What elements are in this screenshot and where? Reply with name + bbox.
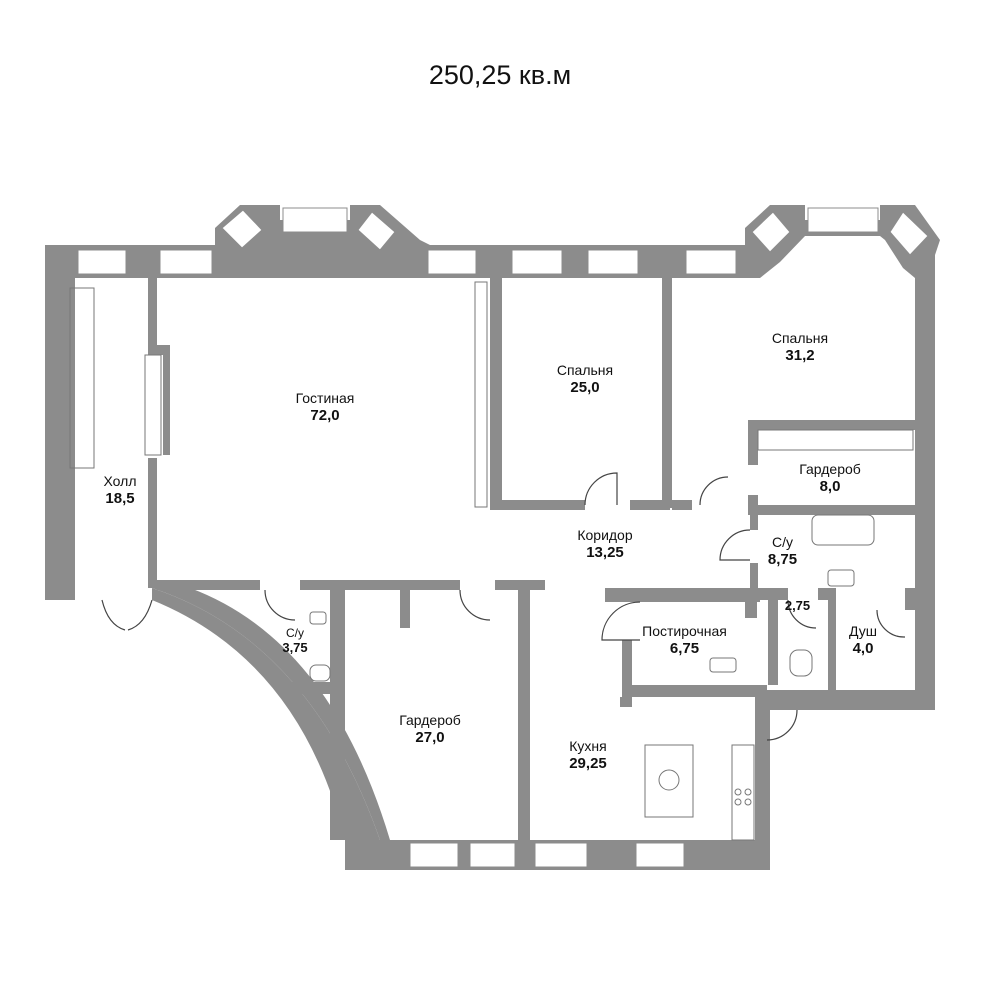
sliding-panel: [474, 281, 488, 508]
room-area: 2,75: [784, 598, 811, 613]
window: [427, 249, 477, 275]
hob: [734, 798, 742, 806]
window: [685, 249, 737, 275]
window: [409, 842, 459, 868]
window: [889, 211, 929, 256]
room-area: 72,0: [310, 406, 340, 424]
curved-wall-inner: [152, 588, 380, 840]
windows: [77, 207, 929, 868]
outer-wall-right-bottom: [345, 690, 935, 870]
sink: [709, 657, 737, 673]
kitchen-counter: [731, 744, 755, 841]
hob: [744, 798, 752, 806]
room-bedroom-2: Спальня 31,2: [760, 330, 840, 365]
kitchen-island: [644, 744, 694, 818]
room-area: 8,75: [767, 550, 798, 568]
room-living: Гостиная 72,0: [280, 390, 370, 425]
window: [282, 207, 348, 233]
room-laundry: Постирочная 6,75: [632, 623, 737, 658]
window: [635, 842, 685, 868]
doors: [101, 472, 906, 741]
room-name: Постирочная: [642, 623, 727, 639]
window: [587, 249, 639, 275]
sink: [827, 569, 855, 587]
door-swing: [766, 709, 798, 741]
door-swing: [459, 589, 491, 621]
toilet: [789, 649, 813, 677]
sink: [309, 611, 327, 625]
room-area: 25,0: [570, 378, 600, 396]
window: [221, 209, 263, 249]
room-kitchen: Кухня 29,25: [548, 738, 628, 773]
wardrobe-rack: [757, 429, 914, 451]
room-wc-small: 2,75: [775, 598, 820, 614]
room-name: Гардероб: [399, 712, 461, 728]
room-name: С/у: [772, 534, 793, 550]
hob: [734, 788, 742, 796]
bathtub: [811, 514, 875, 546]
door-swing: [264, 589, 296, 621]
total-area: 250,25 кв.м: [428, 60, 572, 90]
door-swing: [601, 601, 641, 641]
room-area: 3,75: [282, 640, 308, 656]
room-hall: Холл 18,5: [85, 473, 155, 508]
room-corridor: Коридор 13,25: [565, 527, 645, 562]
outer-wall-left: [45, 245, 75, 600]
window: [511, 249, 563, 275]
room-name: Спальня: [556, 362, 614, 378]
window: [77, 249, 127, 275]
kitchen-sink: [658, 769, 680, 791]
room-area: 18,5: [105, 489, 135, 507]
window: [159, 249, 213, 275]
window: [357, 211, 396, 251]
room-name: Спальня: [771, 330, 829, 346]
door-swing: [719, 529, 751, 561]
room-area: 31,2: [785, 346, 815, 364]
room-name: Коридор: [577, 527, 633, 543]
door-swing: [787, 599, 817, 629]
room-name: Гардероб: [799, 461, 861, 477]
room-area: 8,0: [819, 477, 841, 495]
room-bath-1: С/у 8,75: [755, 534, 810, 569]
interior-walls: [148, 278, 915, 840]
room-area: 29,25: [569, 754, 607, 772]
window: [534, 842, 588, 868]
wardrobe-rack: [144, 354, 162, 456]
room-wardrobe-2: Гардероб 27,0: [390, 712, 470, 747]
door-swing: [876, 609, 906, 638]
room-name: С/у: [286, 626, 304, 640]
room-area: 4,0: [852, 639, 874, 657]
room-area: 27,0: [415, 728, 445, 746]
room-bedroom-1: Спальня 25,0: [545, 362, 625, 397]
toilet: [309, 664, 331, 682]
room-name: Гостиная: [295, 390, 355, 406]
room-name: Кухня: [569, 738, 607, 754]
room-area: 6,75: [669, 639, 700, 657]
window: [807, 207, 879, 233]
door-swing: [101, 599, 153, 631]
wardrobe-rack: [69, 287, 95, 469]
window: [469, 842, 516, 868]
hob: [744, 788, 752, 796]
door-swing: [584, 472, 618, 506]
room-wardrobe-1: Гардероб 8,0: [790, 461, 870, 496]
fixtures: [69, 281, 914, 841]
hall-left-inner: [63, 517, 75, 577]
room-name: Холл: [103, 473, 137, 489]
room-name: Душ: [848, 623, 878, 639]
room-bath-2: С/у 3,75: [270, 626, 320, 656]
room-area: 13,25: [586, 543, 624, 561]
window: [751, 211, 791, 253]
outer-wall-top: [45, 205, 940, 710]
room-shower: Душ 4,0: [838, 623, 888, 658]
door-swing: [699, 476, 729, 506]
